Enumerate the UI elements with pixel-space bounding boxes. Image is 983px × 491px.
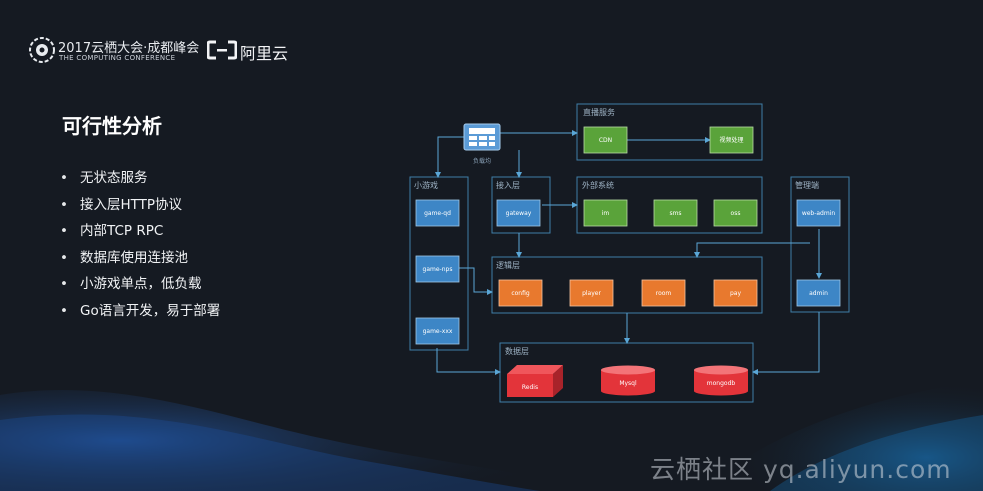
group-label-data: 数据层 [505, 346, 529, 356]
conference-subtitle: THE COMPUTING CONFERENCE [59, 54, 176, 62]
node-mysql: Mysql [601, 365, 655, 396]
node-label: 视频处理 [719, 136, 743, 144]
node-label: game-qd [424, 210, 451, 217]
bullet-item: 内部TCP RPC [60, 218, 220, 245]
node-label: config [511, 290, 530, 297]
node-cdn: CDN [583, 126, 628, 154]
node-label: mongodb [707, 380, 736, 387]
watermark-text: 云栖社区 yq.aliyun.com [650, 455, 952, 484]
node-label: CDN [599, 137, 612, 144]
slide-title: 可行性分析 [62, 114, 162, 138]
node-game-xxx: game-xxx [415, 317, 460, 345]
node-game-nps: game-nps [415, 255, 460, 283]
node-config: config [498, 279, 543, 307]
bullet-item: 数据库使用连接池 [60, 245, 220, 272]
bullet-item: Go语言开发，易于部署 [60, 298, 220, 325]
node-label: Redis [522, 384, 538, 391]
node-admin: admin [796, 279, 841, 307]
node-label: room [656, 290, 672, 297]
node-mongodb: mongodb [694, 365, 748, 396]
node-label: oss [731, 210, 741, 217]
node-label: sms [669, 210, 681, 217]
aliyun-brand-name: 阿里云 [240, 44, 289, 63]
node-oss: oss [713, 199, 758, 227]
load-balancer-label: 负载均 [473, 157, 491, 165]
group-label-external: 外部系统 [582, 180, 614, 190]
node-label: web-admin [802, 210, 836, 217]
line-admin-to-logic [694, 242, 810, 258]
bullet-item: 小游戏单点，低负载 [60, 271, 220, 298]
node-sms: sms [653, 199, 698, 227]
node-label: im [602, 210, 610, 217]
group-admin [790, 176, 850, 313]
group-label-admin: 管理端 [795, 180, 819, 190]
load-balancer-icon [463, 123, 501, 151]
line-admin-to-data [752, 312, 820, 375]
group-label-logic: 逻辑层 [496, 260, 520, 270]
conference-title: 2017云栖大会·成都峰会 [58, 41, 200, 56]
node-im: im [583, 199, 628, 227]
node-game-qd: game-qd [415, 199, 460, 227]
bullet-list: 无状态服务 接入层HTTP协议 内部TCP RPC 数据库使用连接池 小游戏单点… [60, 165, 220, 324]
node-pay: pay [713, 279, 758, 307]
node-label: pay [730, 290, 741, 297]
node-web-admin: web-admin [796, 199, 841, 227]
node-label: gateway [506, 210, 532, 217]
node-room: room [641, 279, 686, 307]
node-redis: Redis [507, 365, 563, 397]
aliyun-logo-icon [207, 40, 237, 60]
line-nps-to-logic [459, 267, 493, 295]
group-label-access: 接入层 [496, 180, 520, 190]
group-label-mini-games: 小游戏 [414, 180, 438, 190]
node-label: Mysql [619, 380, 637, 387]
conference-logo-icon [29, 37, 55, 63]
node-label: game-nps [423, 266, 453, 273]
bullet-item: 无状态服务 [60, 165, 220, 192]
node-video-processing: 视频处理 [709, 126, 754, 154]
node-player: player [569, 279, 614, 307]
node-label: game-xxx [423, 328, 453, 335]
node-label: admin [809, 290, 828, 297]
bullet-item: 接入层HTTP协议 [60, 192, 220, 219]
node-gateway: gateway [496, 199, 541, 227]
line-lb-to-mini-games [435, 136, 464, 178]
line-mini-games-to-data [436, 348, 501, 375]
node-label: player [582, 290, 601, 297]
group-label-live: 直播服务 [583, 107, 615, 117]
